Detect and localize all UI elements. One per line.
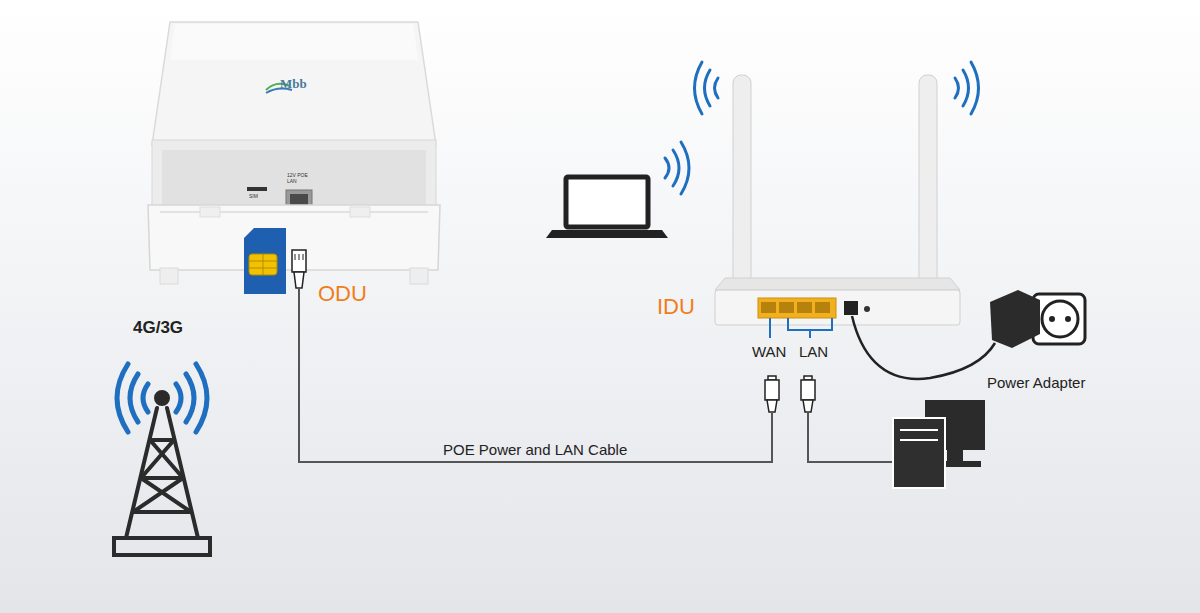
brand-logo: Mbb bbox=[280, 77, 307, 92]
port-name: WAN bbox=[752, 343, 786, 360]
rj45-plug bbox=[765, 376, 815, 412]
wall-outlet bbox=[1033, 294, 1085, 344]
rj45-plug bbox=[292, 250, 306, 288]
port-label: 12V POE LAN bbox=[287, 172, 311, 184]
port-name: LAN bbox=[799, 343, 828, 360]
signal-waves bbox=[117, 364, 207, 432]
cell-tower bbox=[114, 392, 210, 555]
slot-label: SIM bbox=[249, 194, 258, 200]
router bbox=[715, 75, 960, 325]
cable-label: POE Power and LAN Cable bbox=[443, 441, 627, 458]
sim-card bbox=[244, 228, 286, 294]
desktop-pc bbox=[893, 400, 985, 488]
poe-cable bbox=[299, 288, 772, 462]
device-name: ODU bbox=[318, 282, 367, 306]
device-node: ODU bbox=[148, 20, 440, 288]
laptop bbox=[546, 177, 668, 238]
device-label: Power Adapter bbox=[987, 374, 1085, 391]
device-name: IDU bbox=[657, 295, 695, 319]
power-cable bbox=[852, 316, 995, 379]
lan-cable bbox=[808, 412, 893, 462]
odu-device bbox=[148, 22, 440, 284]
network-label: 4G/3G bbox=[133, 318, 183, 338]
power-adapter bbox=[990, 290, 1040, 348]
port-brackets bbox=[770, 318, 832, 338]
